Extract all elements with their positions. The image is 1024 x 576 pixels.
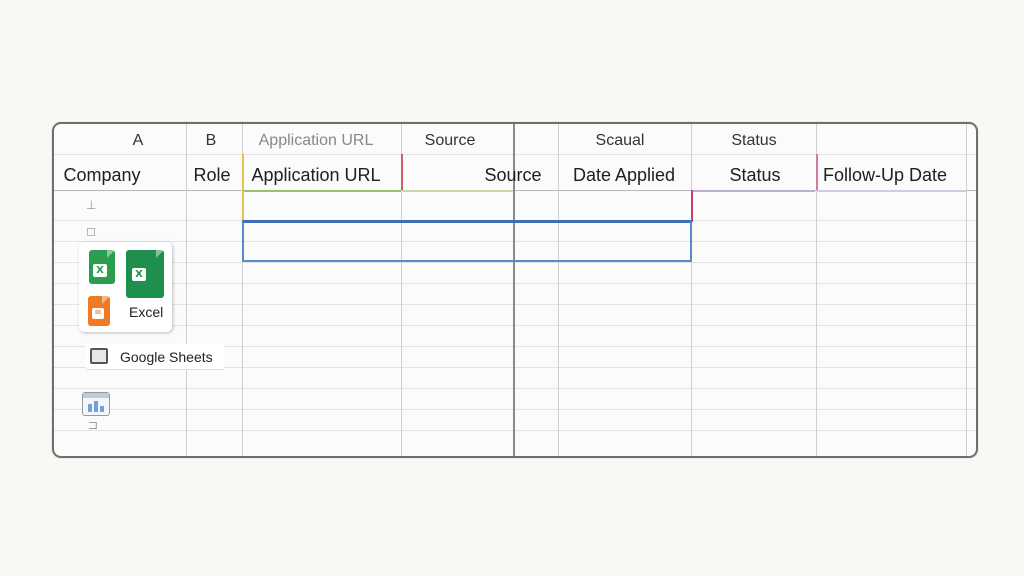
selected-cell-range[interactable] — [242, 220, 692, 262]
header-date-applied[interactable]: Date Applied — [572, 165, 676, 185]
column-divider — [401, 124, 402, 456]
column-divider-bold — [513, 124, 515, 456]
header-underline-lilac — [818, 190, 966, 192]
header-bottom-line — [54, 190, 976, 191]
excel-icon[interactable]: X — [126, 250, 164, 298]
header-source[interactable]: Source — [484, 165, 542, 185]
column-divider — [691, 124, 692, 456]
sheets-window-icon — [90, 348, 108, 364]
selection-edge-red — [401, 154, 403, 190]
header-underline-light-green — [403, 190, 513, 192]
row-marker: ⊐ — [88, 418, 99, 432]
grid-line — [54, 388, 976, 389]
column-letter-c[interactable]: Application URL — [258, 132, 374, 149]
header-role[interactable]: Role — [193, 165, 231, 185]
column-letter-f[interactable]: Status — [731, 132, 777, 149]
column-divider — [816, 124, 817, 456]
row-marker: ◻ — [86, 224, 96, 238]
column-letter-a[interactable]: A — [132, 132, 144, 149]
grid-line — [54, 283, 976, 284]
google-sheets-option[interactable]: Google Sheets — [86, 344, 224, 370]
column-letter-e[interactable]: Scaual — [595, 132, 645, 149]
grid-line — [54, 409, 976, 410]
row-marker: ⊥ — [86, 198, 97, 212]
header-row-divider — [54, 154, 976, 155]
google-slides-icon[interactable]: = — [88, 296, 110, 326]
spreadsheet-sketch: A B Application URL Source Scaual Status… — [52, 122, 978, 458]
grid-line — [54, 430, 976, 431]
grid-line — [54, 367, 976, 368]
chart-icon[interactable] — [82, 392, 110, 416]
header-underline-lavender — [693, 190, 815, 192]
grid-line — [54, 346, 976, 347]
column-divider — [242, 124, 243, 456]
grid-line — [54, 262, 976, 263]
app-picker-panel: X X = Excel — [79, 242, 172, 332]
selection-edge-pink — [816, 154, 818, 190]
grid-line — [54, 325, 976, 326]
column-divider — [966, 124, 967, 456]
column-divider — [558, 124, 559, 456]
selection-edge-yellow — [242, 154, 244, 220]
google-sheets-icon[interactable]: X — [89, 250, 115, 284]
excel-label[interactable]: Excel — [129, 304, 164, 320]
header-company[interactable]: Company — [63, 165, 141, 185]
column-divider — [186, 124, 187, 456]
grid-line — [54, 304, 976, 305]
header-follow-up-date[interactable]: Follow-Up Date — [822, 165, 948, 185]
selection-edge-magenta — [691, 190, 693, 222]
header-underline-green — [244, 190, 401, 192]
grid-line — [54, 241, 976, 242]
header-application-url[interactable]: Application URL — [251, 165, 381, 185]
column-letter-d[interactable]: Source — [424, 132, 476, 149]
column-letter-b[interactable]: B — [205, 132, 217, 149]
header-status[interactable]: Status — [729, 165, 781, 185]
